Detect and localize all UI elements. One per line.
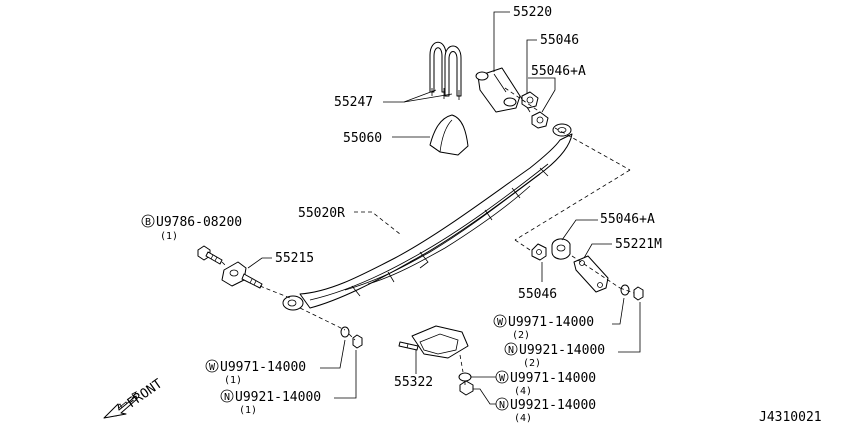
washer-right[interactable] — [620, 284, 630, 296]
label-55247: 55247 — [334, 95, 373, 110]
washer-symbol: W — [499, 373, 506, 384]
label-55046a-top: 55046+A — [531, 64, 586, 79]
label-washer-right: W U9971-14000 (2) — [493, 314, 594, 341]
svg-text:U9971-14000: U9971-14000 — [220, 360, 306, 375]
label-55046-mid: 55046 — [518, 287, 557, 302]
u-bolt-55247[interactable] — [429, 41, 462, 100]
leaf-spring-55020r[interactable] — [282, 123, 573, 311]
svg-text:U9921-14000: U9921-14000 — [510, 398, 596, 413]
label-nut-bottom: N U9921-14000 (4) — [495, 397, 596, 424]
nut-symbol: N — [224, 392, 230, 403]
shackle-plate-55221m[interactable] — [573, 255, 609, 293]
nut-right[interactable] — [633, 286, 644, 301]
svg-text:U9921-14000: U9921-14000 — [519, 343, 605, 358]
front-label: FRONT — [125, 376, 166, 411]
nut-left[interactable] — [352, 334, 363, 349]
label-55322: 55322 — [394, 375, 433, 390]
drawing-id: J4310021 — [759, 410, 822, 425]
svg-text:U9786-08200: U9786-08200 — [156, 215, 242, 230]
label-55046-top: 55046 — [540, 33, 579, 48]
bolt-symbol: B — [145, 217, 151, 228]
alignment-lines — [221, 87, 635, 385]
spring-plate-55322[interactable] — [398, 325, 469, 359]
label-nut-right: N U9921-14000 (2) — [504, 342, 605, 369]
svg-text:U9971-14000: U9971-14000 — [508, 315, 594, 330]
svg-text:(2): (2) — [523, 358, 541, 369]
nut-symbol: N — [508, 345, 514, 356]
svg-text:U9971-14000: U9971-14000 — [510, 371, 596, 386]
label-55221m: 55221M — [615, 237, 662, 252]
nut-bottom[interactable] — [459, 380, 474, 396]
bolt-u9786[interactable] — [197, 245, 223, 265]
label-55060: 55060 — [343, 131, 382, 146]
label-55215: 55215 — [275, 251, 314, 266]
svg-text:(2): (2) — [512, 330, 530, 341]
washer-symbol: W — [209, 362, 216, 373]
label-55046a-mid: 55046+A — [600, 212, 655, 227]
leader-lines — [247, 11, 641, 405]
svg-text:(4): (4) — [514, 386, 532, 397]
washer-bottom[interactable] — [458, 372, 472, 382]
bushing-55046a-mid[interactable] — [551, 238, 571, 260]
part-labels: 55220 55046 55046+A 55247 55060 55020R 5… — [275, 5, 822, 425]
svg-text:(1): (1) — [224, 375, 242, 386]
svg-text:U9921-14000: U9921-14000 — [235, 390, 321, 405]
shackle-55220[interactable] — [475, 67, 531, 113]
label-55020r: 55020R — [298, 206, 345, 221]
label-washer-left: W U9971-14000 (1) — [205, 359, 306, 386]
bushing-55046-mid[interactable] — [531, 243, 547, 261]
label-bolt-u9786: B U9786-08200 (1) — [141, 214, 242, 242]
label-nut-left: N U9921-14000 (1) — [220, 389, 321, 416]
bolt-55215[interactable] — [221, 261, 263, 289]
label-55220: 55220 — [513, 5, 552, 20]
svg-text:(4): (4) — [514, 413, 532, 424]
bushing-55046-top[interactable] — [521, 91, 539, 109]
svg-text:(1): (1) — [239, 405, 257, 416]
washer-symbol: W — [497, 317, 504, 328]
washer-left[interactable] — [340, 326, 350, 338]
front-arrow-icon: FRONT — [103, 376, 166, 419]
svg-text:(1): (1) — [160, 231, 178, 242]
label-washer-bottom: W U9971-14000 (4) — [495, 370, 596, 397]
bushing-55046a-top[interactable] — [531, 111, 549, 129]
spring-pad-55060[interactable] — [429, 114, 469, 156]
nut-symbol: N — [499, 400, 505, 411]
